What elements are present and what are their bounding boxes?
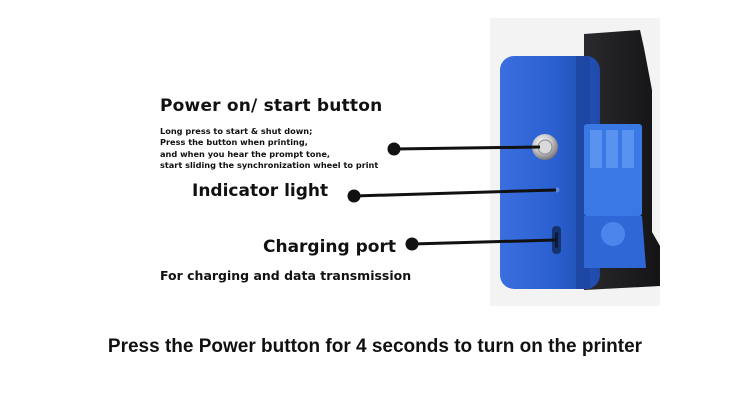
device-body bbox=[500, 56, 600, 289]
device-latch bbox=[584, 124, 646, 268]
charging-leader bbox=[405, 237, 557, 251]
indicator-leader bbox=[347, 188, 557, 203]
footer-instruction: Press the Power button for 4 seconds to … bbox=[107, 336, 643, 357]
power-desc-line: Long press to start & shut down; bbox=[160, 126, 313, 136]
indicator-light-title: Indicator light bbox=[192, 181, 329, 201]
charging-port-description: For charging and data transmission bbox=[160, 268, 412, 283]
charging-port-title: Charging port bbox=[263, 237, 396, 257]
power-button-title: Power on/ start button bbox=[160, 96, 383, 116]
power-desc-line: Press the button when printing, bbox=[160, 137, 308, 148]
power-button-description: Long press to start & shut down; Press t… bbox=[160, 126, 378, 172]
power-desc-line: and when you hear the prompt tone, bbox=[160, 148, 330, 159]
power-desc-line: start sliding the synchronization wheel … bbox=[160, 160, 379, 171]
power-leader bbox=[387, 142, 541, 156]
